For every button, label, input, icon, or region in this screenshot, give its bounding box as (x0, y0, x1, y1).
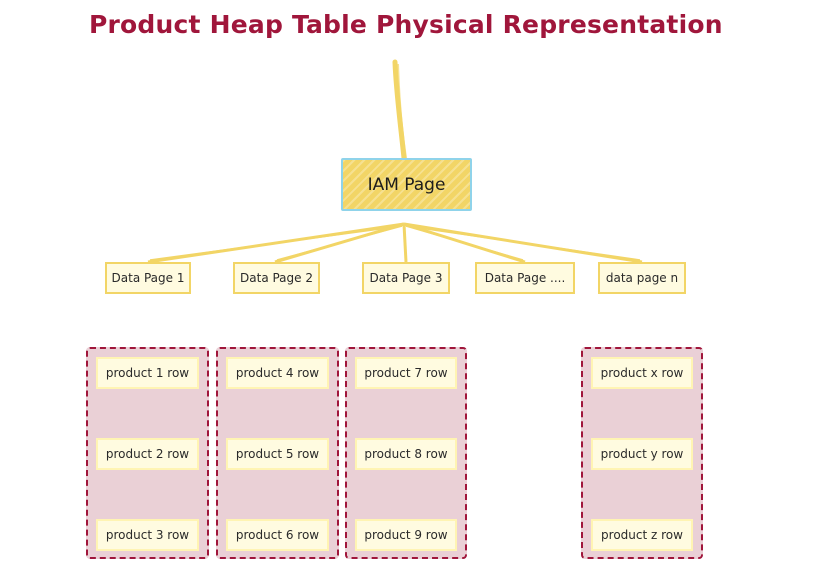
product-row: product 1 row (96, 357, 199, 389)
data-page-ellipsis-node: Data Page .... (475, 262, 575, 294)
iam-page-node: IAM Page (341, 158, 472, 211)
product-row: product 7 row (355, 357, 457, 389)
product-row: product 4 row (226, 357, 329, 389)
data-page-label: Data Page 3 (369, 271, 443, 285)
product-row: product 6 row (226, 519, 329, 551)
incoming-connector (392, 59, 407, 161)
connector-iam-to-data-page-3 (402, 223, 408, 263)
data-page-label: Data Page 2 (240, 271, 313, 285)
diagram-title: Product Heap Table Physical Representati… (89, 10, 723, 39)
product-row: product 5 row (226, 438, 329, 470)
incoming-connector-sketch (397, 63, 407, 159)
iam-page-label: IAM Page (367, 174, 446, 195)
row-group-data-page-2: product 4 row product 5 row product 6 ro… (216, 347, 339, 559)
data-page-label: data page n (605, 271, 679, 285)
row-group-data-page-3: product 7 row product 8 row product 9 ro… (345, 347, 467, 559)
connector-iam-to-data-page-n-sketch (405, 225, 641, 261)
product-row: product 8 row (355, 438, 457, 470)
data-page-n-node: data page n (598, 262, 686, 294)
connector-iam-to-data-page-2-sketch (276, 225, 403, 261)
data-page-1-node: Data Page 1 (105, 262, 191, 294)
product-row: product y row (591, 438, 693, 470)
data-page-2-node: Data Page 2 (233, 262, 320, 294)
product-row: product x row (591, 357, 693, 389)
data-page-label: Data Page 1 (111, 271, 185, 285)
connector-iam-to-data-page-1-sketch (149, 225, 403, 261)
product-row: product z row (591, 519, 693, 551)
data-page-label: Data Page .... (484, 271, 566, 285)
row-group-data-page-n: product x row product y row product z ro… (581, 347, 703, 559)
connector-iam-to-data-page-4-sketch (405, 225, 524, 261)
product-row: product 9 row (355, 519, 457, 551)
data-page-3-node: Data Page 3 (362, 262, 450, 294)
row-group-data-page-1: product 1 row product 2 row product 3 ro… (86, 347, 209, 559)
product-row: product 3 row (96, 519, 199, 551)
product-row: product 2 row (96, 438, 199, 470)
